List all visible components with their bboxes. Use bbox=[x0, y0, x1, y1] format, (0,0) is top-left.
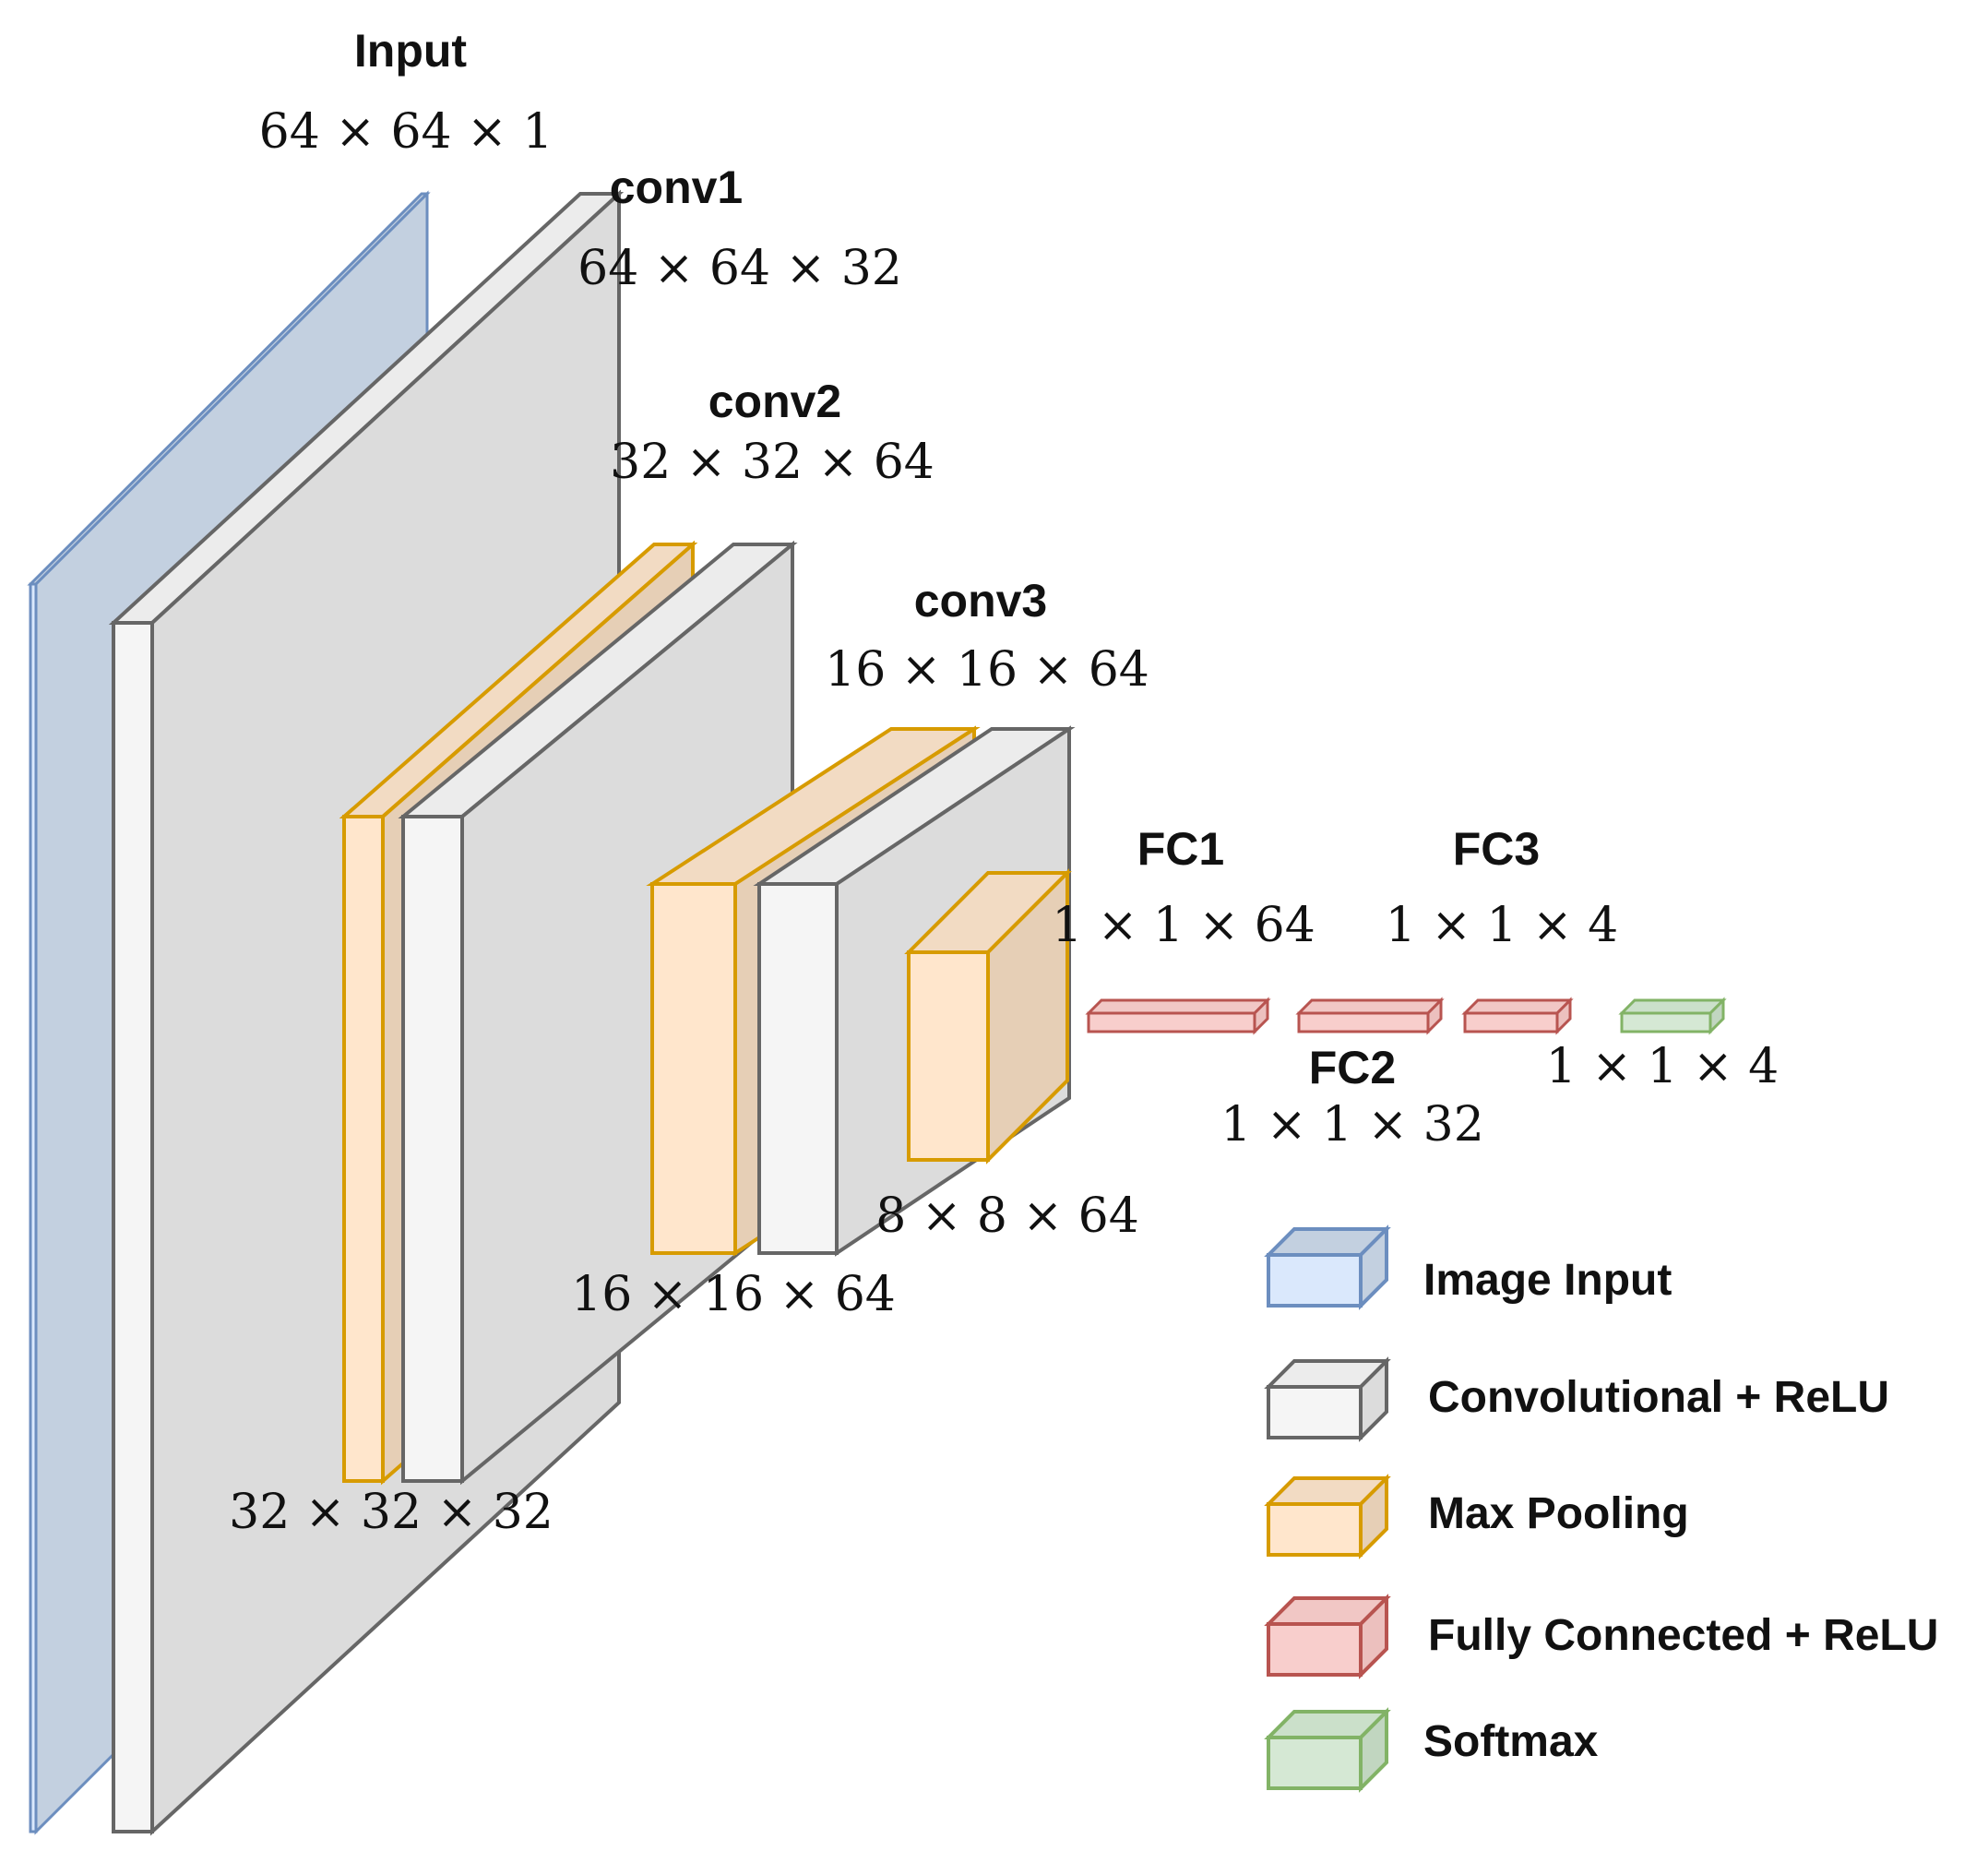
fc3-block-top-face bbox=[1461, 998, 1574, 1015]
softmax-block bbox=[1618, 997, 1727, 1035]
legend-icon-input bbox=[1264, 1224, 1391, 1310]
conv1-dims-label: 64 × 64 × 32 bbox=[577, 241, 902, 296]
fc1-block-top-face bbox=[1085, 998, 1271, 1015]
fc1-layer-label: FC1 bbox=[1137, 823, 1224, 875]
legend-label-softmax: Softmax bbox=[1423, 1717, 1599, 1766]
conv3-dims-label: 16 × 16 × 64 bbox=[825, 642, 1149, 698]
conv2-block-front-face bbox=[401, 815, 464, 1483]
input-block-front-face bbox=[29, 582, 38, 1833]
fc3-layer-label: FC3 bbox=[1453, 823, 1540, 875]
fc2-layer-label: FC2 bbox=[1309, 1042, 1396, 1093]
input-dims-label: 64 × 64 × 1 bbox=[259, 104, 554, 160]
legend-icon-pool bbox=[1264, 1474, 1391, 1559]
pool1-block-front-face bbox=[342, 815, 385, 1483]
fc2-block-top-face bbox=[1295, 998, 1445, 1015]
legend-label-max-pooling: Max Pooling bbox=[1428, 1489, 1689, 1538]
fc1-dims-label: 1 × 1 × 64 bbox=[1052, 898, 1315, 953]
legend-icon-conv bbox=[1264, 1356, 1391, 1442]
softmax-block-front-face bbox=[1620, 1011, 1712, 1033]
legend-label-fc-relu: Fully Connected + ReLU bbox=[1428, 1611, 1938, 1660]
softmax-block-top-face bbox=[1618, 998, 1727, 1015]
fc3-block bbox=[1461, 997, 1574, 1035]
legend-icon-pool-front-face bbox=[1267, 1502, 1363, 1557]
fc1-block-front-face bbox=[1087, 1011, 1256, 1033]
fc3-block-front-face bbox=[1463, 1011, 1559, 1033]
input-layer-label: Input bbox=[354, 25, 468, 77]
legend-icons bbox=[1264, 1224, 1391, 1793]
legend-icon-conv-front-face bbox=[1267, 1385, 1363, 1439]
pool2-block-front-face bbox=[650, 882, 737, 1255]
layer-blocks bbox=[27, 189, 1727, 1836]
conv2-dims-label: 32 × 32 × 64 bbox=[610, 435, 934, 490]
fc2-dims-label: 1 × 1 × 32 bbox=[1220, 1097, 1484, 1152]
fc2-block bbox=[1295, 997, 1445, 1035]
legend-icon-input-front-face bbox=[1267, 1253, 1363, 1308]
legend-icon-softmax-front-face bbox=[1267, 1736, 1363, 1790]
conv1-layer-label: conv1 bbox=[610, 161, 744, 213]
legend-icon-fc-front-face bbox=[1267, 1622, 1363, 1677]
legend-label-conv-relu: Convolutional + ReLU bbox=[1428, 1373, 1889, 1422]
conv3-layer-label: conv3 bbox=[914, 575, 1048, 627]
fc3-dims-label: 1 × 1 × 4 bbox=[1386, 898, 1619, 953]
legend: Image Input Convolutional + ReLU Max Poo… bbox=[1264, 1224, 1938, 1793]
pool1-dims-label: 32 × 32 × 32 bbox=[229, 1485, 554, 1540]
fc2-block-front-face bbox=[1297, 1011, 1430, 1033]
legend-label-image-input: Image Input bbox=[1423, 1256, 1672, 1305]
pool3-block bbox=[904, 868, 1072, 1164]
pool3-block-front-face bbox=[907, 950, 990, 1162]
legend-icon-softmax bbox=[1264, 1707, 1391, 1793]
pool3-dims-label: 8 × 8 × 64 bbox=[875, 1188, 1139, 1244]
legend-icon-fc bbox=[1264, 1594, 1391, 1679]
conv3-block-front-face bbox=[757, 882, 839, 1255]
conv1-block-front-face bbox=[112, 621, 154, 1833]
pool2-dims-label: 16 × 16 × 64 bbox=[571, 1267, 896, 1322]
softmax-dims-label: 1 × 1 × 4 bbox=[1546, 1039, 1780, 1094]
conv2-layer-label: conv2 bbox=[708, 376, 842, 427]
fc1-block bbox=[1085, 997, 1271, 1035]
